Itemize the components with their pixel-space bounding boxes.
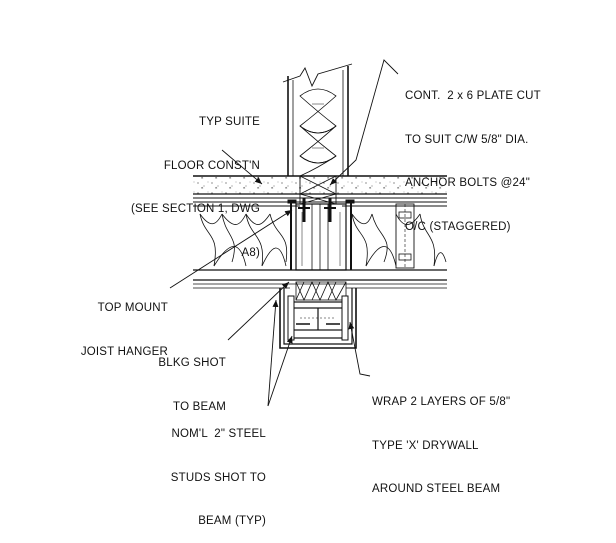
right-joist-hanger xyxy=(395,203,415,269)
upper-wall xyxy=(282,63,353,176)
note-drywall: WRAP 2 LAYERS OF 5/8" TYPE 'X' DRYWALL A… xyxy=(372,366,572,511)
steel-beam-icon xyxy=(279,288,357,349)
note-line: ANCHOR BOLTS @24" xyxy=(405,177,531,189)
note-line: JOIST HANGER xyxy=(80,345,168,358)
note-line: STUDS SHOT TO xyxy=(170,471,266,484)
note-line: FLOOR CONST'N xyxy=(163,159,260,172)
anchor-bolt-icon xyxy=(298,198,336,222)
top-mount-hanger-icon xyxy=(287,199,355,270)
beam-blocking xyxy=(295,203,347,271)
note-line: BEAM (TYP) xyxy=(198,515,266,527)
note-line: (SEE SECTION 1, DWG xyxy=(130,203,260,215)
note-line: TO BEAM xyxy=(173,400,226,413)
note-line: TO SUIT C/W 5/8" DIA. xyxy=(405,133,529,146)
note-line: TOP MOUNT xyxy=(97,302,168,314)
note-blocking: BLKG SHOT TO BEAM xyxy=(120,327,226,429)
note-leaders xyxy=(169,59,399,407)
note-line: AROUND STEEL BEAM xyxy=(372,483,501,495)
note-line: BLKG SHOT xyxy=(158,357,226,369)
note-hanger: TOP MOUNT JOIST HANGER xyxy=(60,272,168,374)
note-line: WRAP 2 LAYERS OF 5/8" xyxy=(372,396,511,408)
note-plate: CONT. 2 x 6 PLATE CUT TO SUIT C/W 5/8" D… xyxy=(405,60,605,249)
note-line: A8) xyxy=(241,246,260,259)
rim-blocking xyxy=(295,281,347,301)
note-studs: NOM'L 2" STEEL STUDS SHOT TO BEAM (TYP) xyxy=(130,398,266,543)
floor-insulation-right-icon xyxy=(351,213,447,267)
note-suite-floor: TYP SUITE FLOOR CONST'N (SEE SECTION 1, … xyxy=(110,86,260,275)
note-line: NOM'L 2" STEEL xyxy=(171,428,266,440)
note-line: TYP SUITE xyxy=(198,116,260,128)
note-line: TYPE 'X' DRYWALL xyxy=(372,439,479,452)
note-line: O/C (STAGGERED) xyxy=(405,220,511,233)
floor-beam-section-detail xyxy=(169,59,447,407)
wall-insulation-icon xyxy=(299,88,337,177)
note-line: CONT. 2 x 6 PLATE CUT xyxy=(405,90,541,102)
